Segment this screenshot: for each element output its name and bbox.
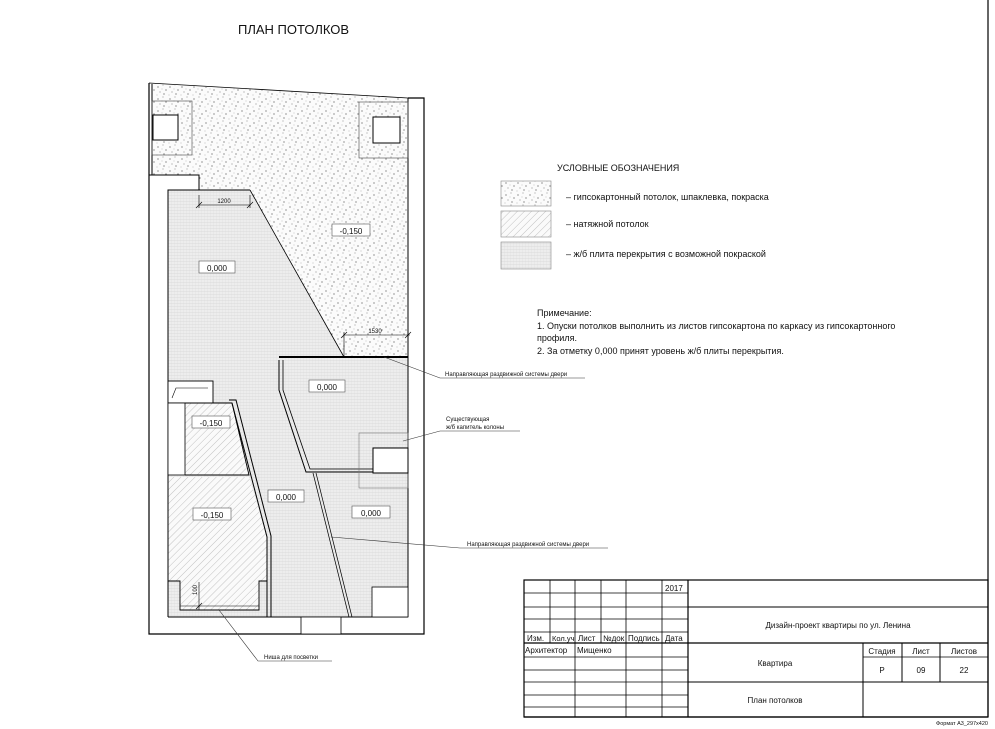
stretch-ceiling-area (168, 477, 267, 610)
legend: УСЛОВНЫЕ ОБОЗНАЧЕНИЯ – гипсокартонный по… (500, 163, 769, 270)
header-ndoc: №док (603, 634, 625, 643)
sheet-title: План потолков (748, 696, 803, 705)
sheets-label: Листов (951, 647, 977, 656)
header-date: Дата (665, 634, 683, 643)
author-name: Мищенко (577, 646, 612, 655)
header-kol-uch: Кол.уч (552, 634, 575, 643)
project-title: Дизайн-проект квартиры по ул. Ленина (765, 621, 911, 630)
level-label: -0,150 (340, 227, 363, 236)
role: Архитектор (525, 646, 568, 655)
header-signature: Подпись (628, 634, 660, 643)
header-list: Лист (578, 634, 596, 643)
note-line: профиля. (537, 333, 577, 343)
gypsum-ceiling-area (152, 84, 408, 357)
header-izm: Изм. (527, 634, 544, 643)
dimension-label: 1200 (217, 199, 231, 205)
callout-column: ж/б капитель колоны (446, 425, 504, 431)
notes-title: Примечание: (537, 308, 592, 318)
title-block (523, 579, 989, 718)
floor-plan (148, 82, 425, 635)
year: 2017 (665, 584, 683, 593)
dimension-label: 1530 (368, 329, 382, 335)
callout-column: Существующая (446, 417, 489, 423)
sheet-frame (524, 0, 989, 718)
level-labels: 0,000 -0,150 0,000 -0,150 0,000 0,000 -0… (191, 223, 391, 521)
legend-swatch-stretch (500, 210, 552, 238)
callout-niche: Ниша для посветки (264, 655, 318, 661)
note-line: 1. Опуски потолков выполнить из листов г… (537, 321, 895, 331)
notes: Примечание: 1. Опуски потолков выполнить… (537, 308, 895, 356)
callout-door-guide: Направляющая раздвижной системы двери (445, 371, 567, 378)
note-line: 2. За отметку 0,000 принят уровень ж/б п… (537, 346, 784, 356)
legend-swatch-gypsum (500, 180, 552, 207)
stage-value: Р (879, 666, 884, 675)
legend-title: УСЛОВНЫЕ ОБОЗНАЧЕНИЯ (557, 163, 679, 173)
drawing-title: ПЛАН ПОТОЛКОВ (238, 22, 349, 37)
legend-item-label: – ж/б плита перекрытия с возможной покра… (566, 249, 766, 259)
dimension-label: 100 (193, 584, 199, 595)
callout-door-guide: Направляющая раздвижной системы двери (467, 541, 589, 548)
legend-item-label: – натяжной потолок (566, 219, 649, 229)
sheet-label: Лист (912, 647, 930, 656)
level-label: -0,150 (201, 511, 224, 520)
sheet-value: 09 (917, 666, 926, 675)
legend-item-label: – гипсокартонный потолок, шпаклевка, пок… (566, 192, 769, 202)
legend-swatch-concrete (500, 241, 552, 270)
level-label: 0,000 (317, 383, 338, 392)
callout-leaders (218, 356, 608, 662)
dimensions (195, 195, 412, 610)
level-label: -0,150 (200, 419, 223, 428)
level-label: 0,000 (276, 493, 297, 502)
level-label: 0,000 (361, 509, 382, 518)
level-label: 0,000 (207, 264, 228, 273)
format-label: Формат А3_297х420 (936, 721, 988, 727)
title-block-text: 2017 Изм. Кол.уч Лист №док Подпись Дата … (525, 584, 988, 727)
object-title: Квартира (758, 659, 793, 668)
stage-label: Стадия (868, 647, 895, 656)
sheets-value: 22 (960, 666, 969, 675)
